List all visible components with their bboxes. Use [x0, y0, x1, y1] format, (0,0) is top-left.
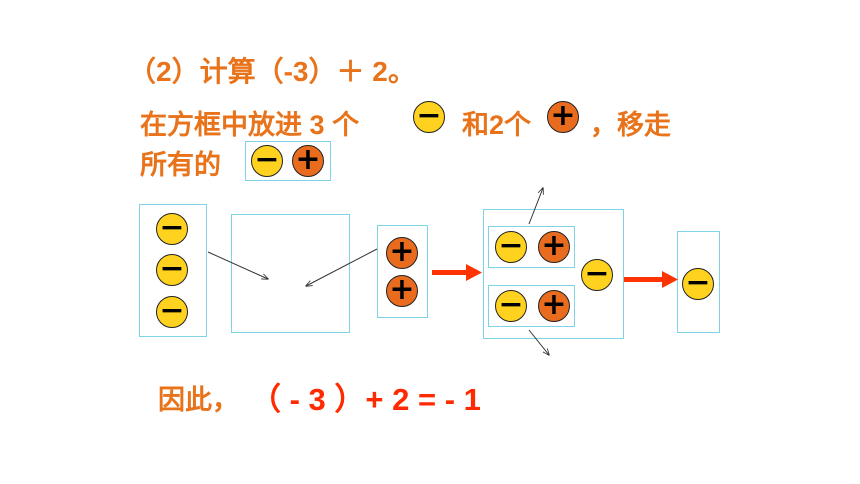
positive-chip-2: +	[386, 274, 418, 307]
positive-chip-1: +	[386, 236, 418, 269]
result-negative-chip: −	[682, 267, 714, 300]
negative-chip-2: −	[156, 253, 188, 286]
inline-positive-chip: +	[547, 100, 579, 133]
negatives-box	[139, 204, 207, 337]
legend-positive-chip: +	[292, 144, 324, 177]
instruction-connector: 和2个	[462, 110, 532, 140]
zero-pair-box-2	[488, 285, 575, 327]
zero-pair-legend-box	[245, 141, 331, 181]
zero-pair-2-positive: +	[538, 289, 570, 322]
instruction-line-2: 所有的	[140, 150, 221, 180]
zero-pair-1-negative: −	[495, 230, 527, 263]
zero-pair-1-positive: +	[538, 230, 570, 263]
result-box	[677, 231, 720, 333]
inline-negative-chip: −	[413, 100, 445, 133]
positives-box	[377, 225, 428, 318]
combined-box	[483, 209, 624, 339]
heading: （2）计算（-3）＋ 2。	[128, 50, 416, 90]
move-arrow-positives	[306, 248, 378, 286]
remove-arrow-up	[528, 188, 543, 225]
empty-target-box	[231, 214, 350, 333]
negative-chip-1: −	[156, 212, 188, 245]
combine-red-arrow	[432, 264, 482, 281]
instruction-suffix: ，移走	[590, 110, 671, 140]
instruction-unit: 个	[332, 110, 360, 140]
legend-negative-chip: −	[251, 144, 283, 177]
remove-arrow-down	[528, 329, 549, 355]
heading-text: （2）计算（-3）＋ 2。	[128, 56, 416, 87]
negative-chip-3: −	[156, 295, 188, 328]
instruction-count: 3	[309, 110, 325, 140]
instruction-line-1: 在方框中放进 3 个	[140, 103, 359, 142]
instruction-prefix: 在方框中放进	[140, 110, 302, 140]
zero-pair-box-1	[488, 226, 575, 268]
conclusion-equation: （ - 3 ）+ 2 = - 1	[250, 382, 481, 417]
remaining-negative-chip: −	[581, 258, 613, 291]
result-red-arrow	[624, 271, 678, 288]
move-arrow-negatives	[207, 251, 268, 279]
conclusion-label: 因此，	[158, 385, 239, 415]
zero-pair-2-negative: −	[495, 289, 527, 322]
